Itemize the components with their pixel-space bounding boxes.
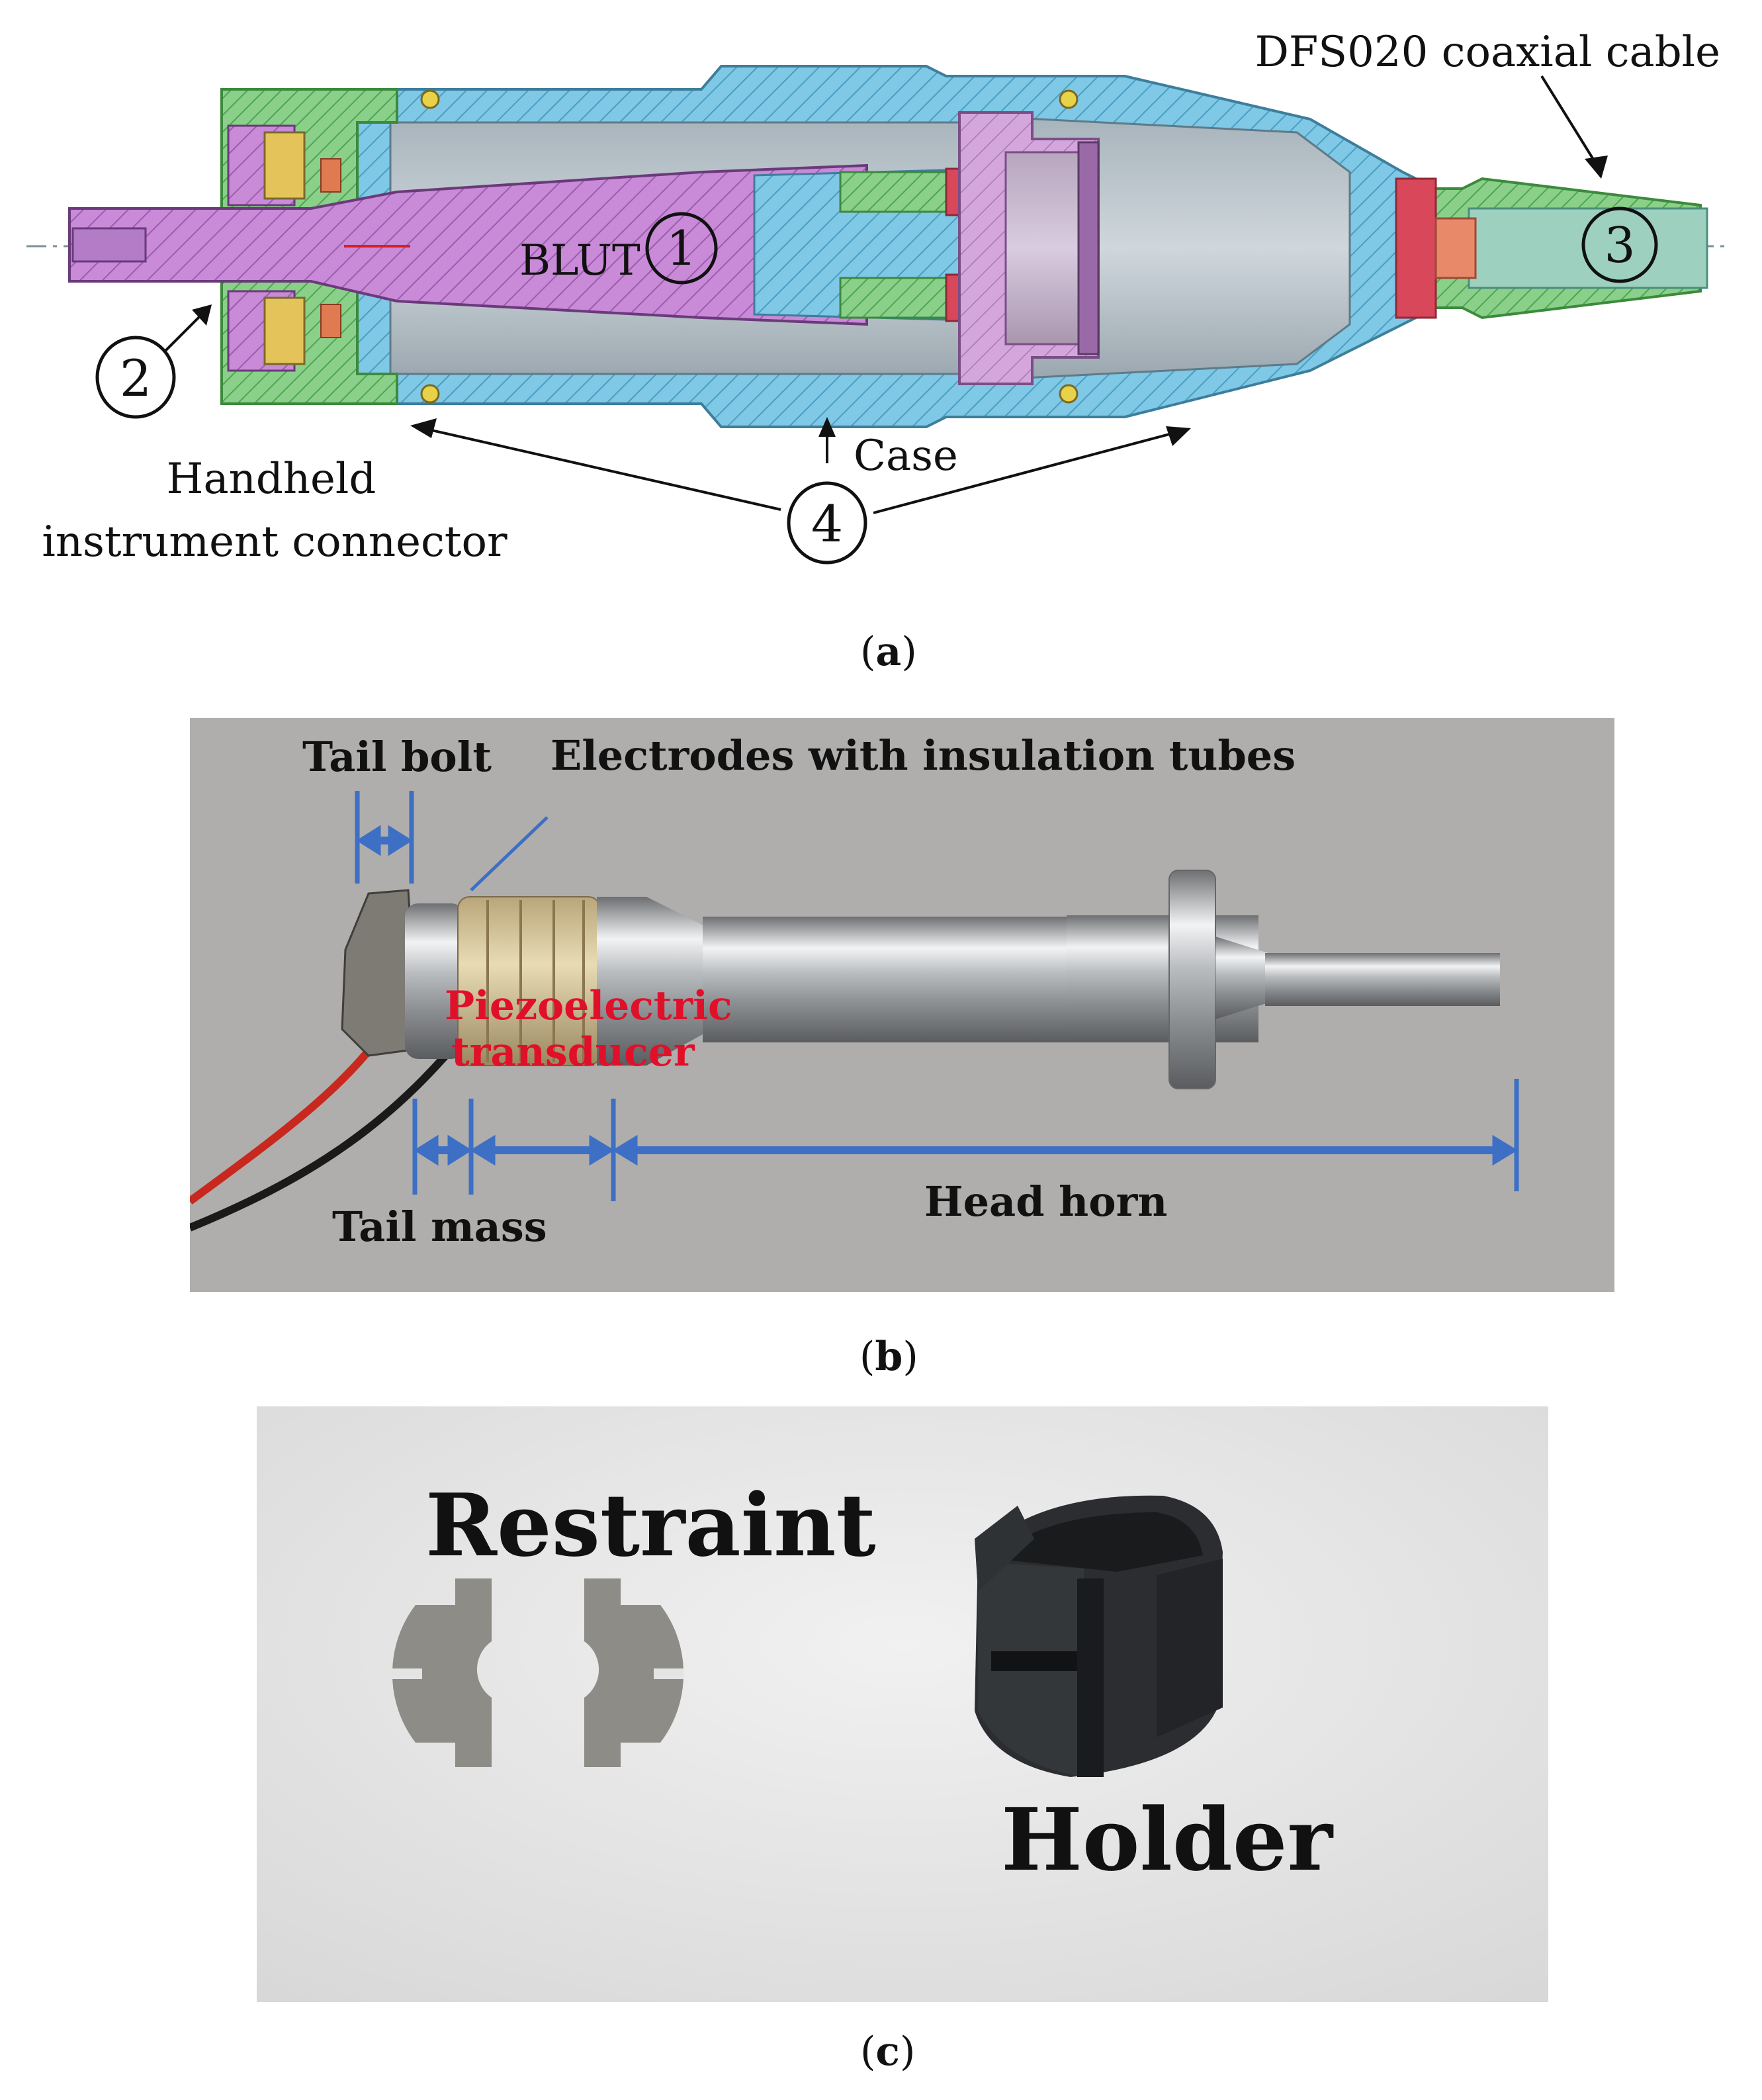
connector-pointer-line <box>164 310 206 352</box>
bolt-tip-slot <box>71 227 147 263</box>
restraint-slot-left <box>392 1668 422 1679</box>
blut-label: BLUT <box>519 236 640 285</box>
panel-a: DFS020 coaxial cable BLUT 1 3 2 Handheld… <box>0 0 1762 675</box>
connector-pointer-arrowhead <box>192 304 212 326</box>
case-pointer-right <box>873 429 1185 514</box>
callout-circle-2 <box>95 336 176 419</box>
caption-c: (c) <box>860 2029 916 2075</box>
callout-number-1: 1 <box>666 220 697 276</box>
blut-bolt <box>68 163 868 326</box>
connector-label-line2: instrument connector <box>42 518 507 567</box>
callout-circle-1 <box>645 212 718 285</box>
piezo-stack-top <box>839 171 954 213</box>
callout-number-4: 4 <box>811 494 843 553</box>
restraint-label: Restraint <box>425 1475 876 1576</box>
o-ring <box>1059 384 1079 404</box>
horn-tip <box>1265 953 1500 1006</box>
horn-shaft-1 <box>703 917 1067 1042</box>
connector-label-line1: Handheld <box>167 455 376 504</box>
connector-ring-top <box>263 131 306 200</box>
cable-connector <box>1395 177 1437 319</box>
callout-number-3: 3 <box>1604 217 1635 274</box>
callout-circle-3 <box>1581 206 1658 283</box>
dimension-markers <box>355 791 1519 1201</box>
case-arrowhead-center <box>818 417 836 437</box>
piezo-label-line1: Piezoelectric <box>445 983 732 1029</box>
case-pointer-left <box>416 426 781 511</box>
handpiece-cross-section: DFS020 coaxial cable BLUT 1 3 2 Handheld… <box>26 28 1727 567</box>
panel-b: Tail bolt Electrodes with insulation tub… <box>187 718 1614 1380</box>
tail-bolt-label: Tail bolt <box>302 733 492 781</box>
callout-circle-4 <box>787 481 867 565</box>
seal-top <box>320 158 341 193</box>
black-wire <box>188 1027 471 1232</box>
case-arrowhead-left <box>410 418 437 438</box>
case-arrowhead-right <box>1166 426 1191 446</box>
horn-cone <box>597 897 706 1066</box>
o-ring <box>1059 89 1079 109</box>
restraint-slot-right <box>654 1668 683 1679</box>
seal-bottom <box>320 304 341 338</box>
panel-c: Restraint Holder (c) <box>257 1406 1548 2075</box>
o-ring <box>420 89 440 109</box>
holder-inner <box>1004 151 1086 345</box>
restraint-holder-photo: Restraint Holder <box>257 1406 1548 2002</box>
piezo-label-line2: transducer <box>451 1029 695 1075</box>
caption-b: (b) <box>859 1334 918 1380</box>
restraint-right-half <box>584 1578 684 1767</box>
holder-label: Holder <box>1001 1789 1334 1890</box>
cable-pointer-line <box>1540 75 1603 173</box>
head-horn-label: Head horn <box>924 1177 1167 1226</box>
cable-pointer-arrowhead <box>1585 156 1608 179</box>
horn-flange <box>1168 870 1216 1089</box>
transducer-photo: Tail bolt Electrodes with insulation tub… <box>187 718 1614 1292</box>
electrodes-label: Electrodes with insulation tubes <box>551 731 1296 780</box>
caption-a: (a) <box>860 629 917 675</box>
holder-object <box>975 1495 1223 1777</box>
cable-label: DFS020 coaxial cable <box>1255 28 1720 77</box>
restraint-plate <box>1077 141 1100 355</box>
cable-pin <box>1434 217 1477 279</box>
tail-mass-label: Tail mass <box>332 1203 547 1251</box>
restraint-left-half <box>392 1578 492 1767</box>
callout-number-2: 2 <box>120 349 152 408</box>
connector-ring-bottom <box>263 297 306 365</box>
tail-mass-body <box>405 903 464 1059</box>
horn-taper <box>1215 936 1268 1019</box>
o-ring <box>420 384 440 404</box>
piezo-stack-bottom <box>839 277 954 319</box>
case-label: Case <box>854 432 958 480</box>
cable-core <box>1468 207 1708 289</box>
